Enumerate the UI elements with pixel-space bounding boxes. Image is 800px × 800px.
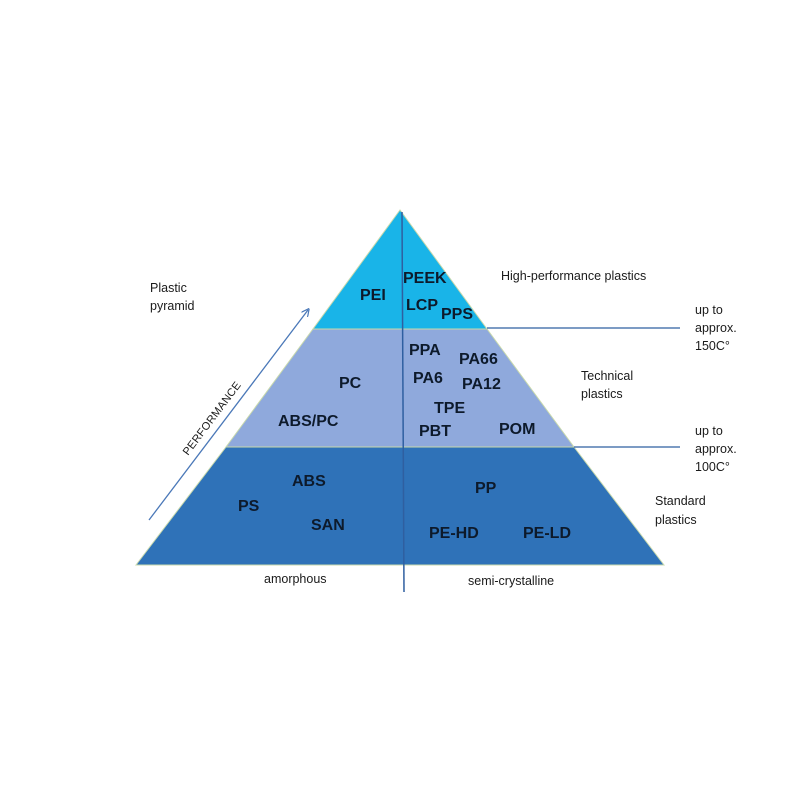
tier-label-technical-line-1: Technical [581,369,633,383]
material-tpe: TPE [434,400,465,417]
material-pps: PPS [441,306,473,323]
material-pa12: PA12 [462,376,501,393]
material-pc: PC [339,375,362,392]
material-pe-ld: PE-LD [523,525,571,542]
tier-label-standard-line-1: Standard [655,494,706,508]
material-pa6: PA6 [413,370,443,387]
material-san: SAN [311,517,345,534]
tier-label-standard-line-2: plastics [655,513,697,527]
tier-label-high-performance: High-performance plastics [501,269,646,283]
material-ps: PS [238,498,260,515]
material-lcp: LCP [406,297,438,314]
temp-note-lower-line-2: approx. [695,442,737,456]
temp-note-lower-line-1: up to [695,424,723,438]
material-pp: PP [475,480,497,497]
material-abs: ABS [292,473,326,490]
tier-label-technical-line-2: plastics [581,387,623,401]
material-pbt: PBT [419,423,451,440]
material-pom: POM [499,421,535,438]
performance-arrow-icon [148,310,308,521]
tier-standard [134,446,666,566]
temp-note-lower-line-3: 100C° [695,460,730,474]
material-peek: PEEK [403,270,447,287]
axis-label-amorphous: amorphous [264,572,327,586]
material-pei: PEI [360,287,386,304]
material-pe-hd: PE-HD [429,525,479,542]
diagram-title-line-1: Plastic [150,281,187,295]
temp-note-upper-line-3: 150C° [695,339,730,353]
center-divider [401,211,405,593]
temp-note-upper-line-2: approx. [695,321,737,335]
diagram-title-line-2: pyramid [150,299,195,313]
material-abs-pc: ABS/PC [278,413,339,430]
material-ppa: PPA [409,342,441,359]
material-pa66: PA66 [459,351,498,368]
temp-note-upper-line-1: up to [695,303,723,317]
axis-label-semi-crystalline: semi-crystalline [468,574,554,588]
